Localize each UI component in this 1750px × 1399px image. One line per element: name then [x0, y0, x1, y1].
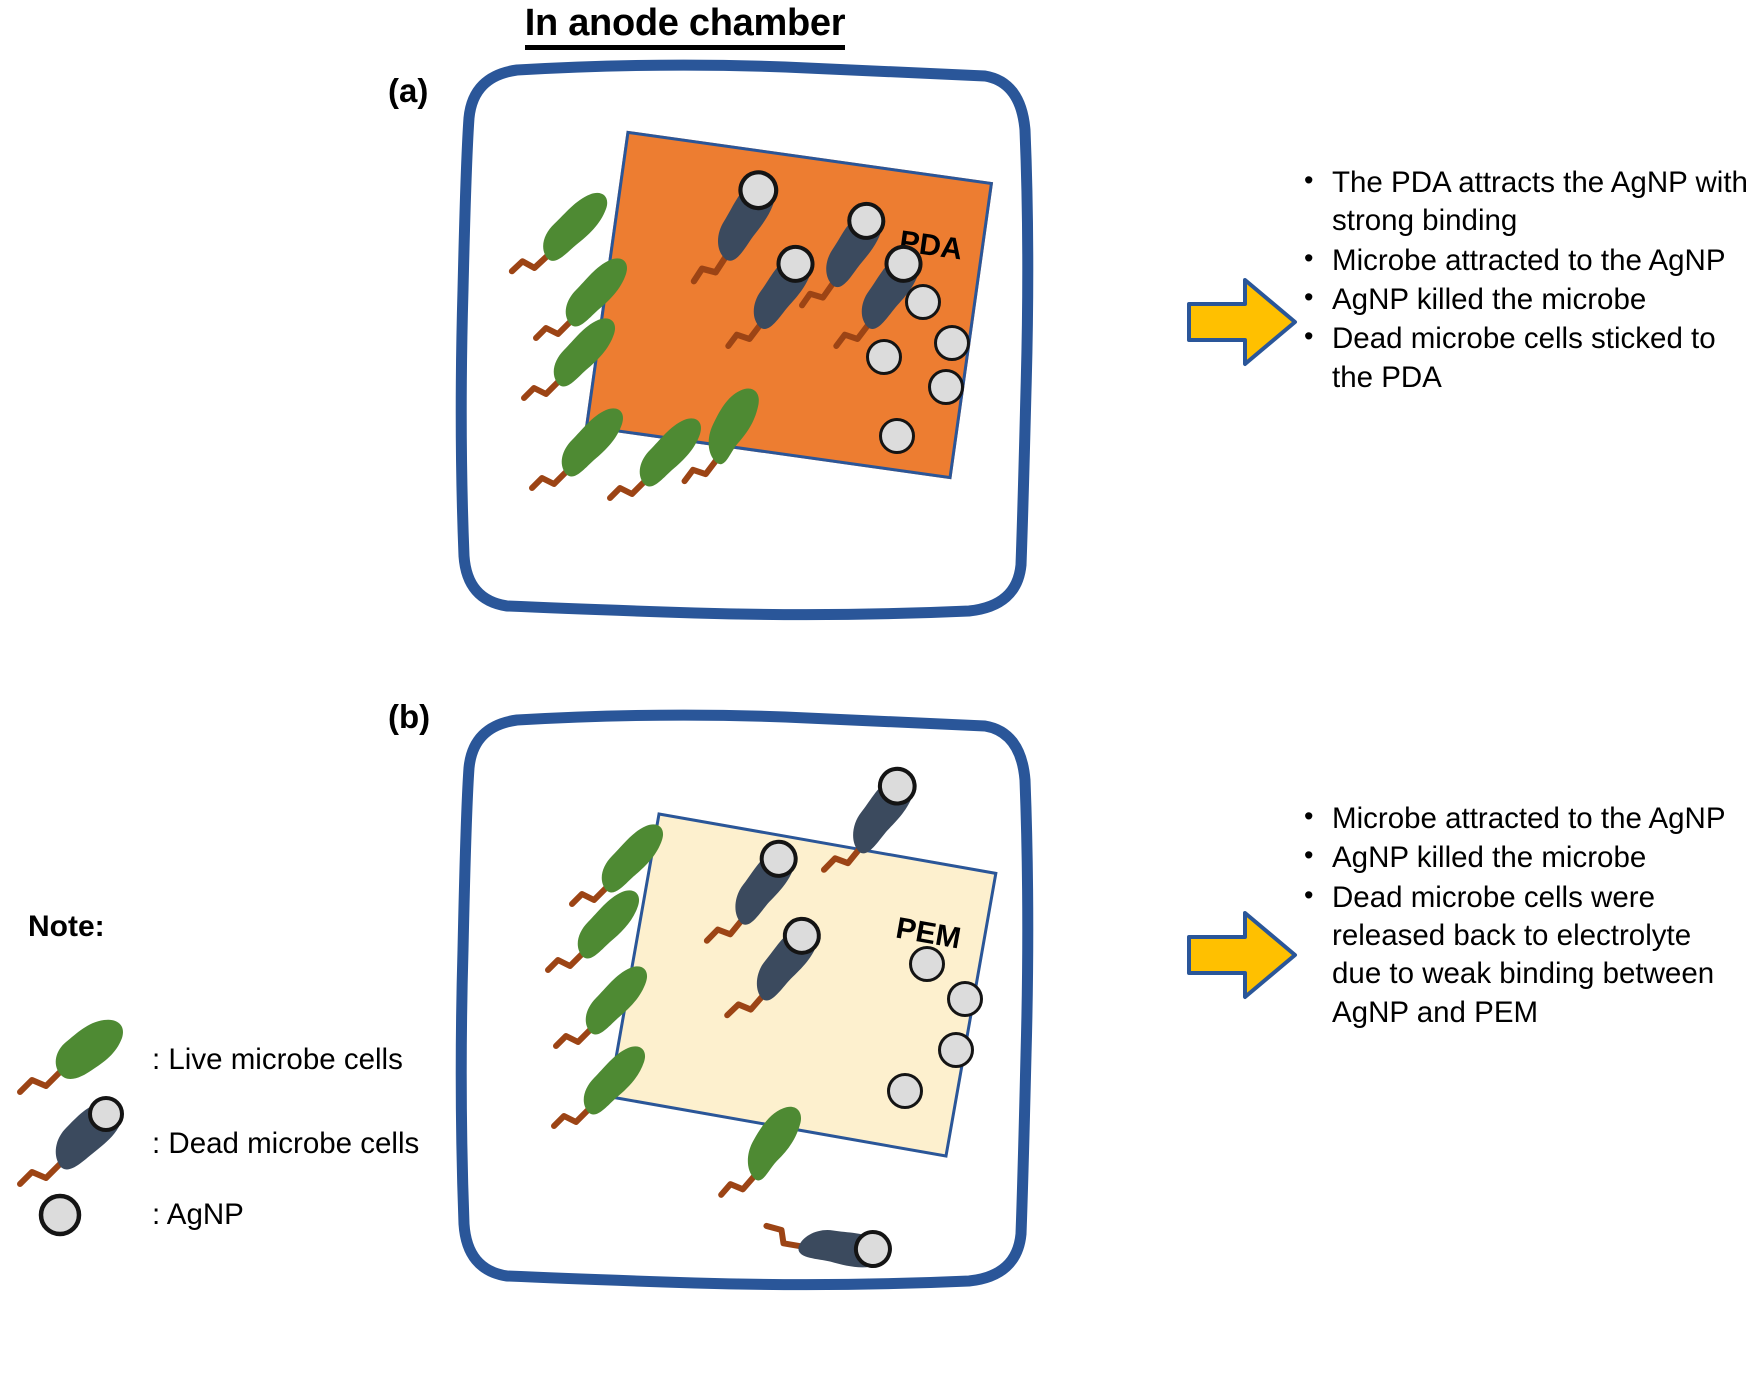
flow-arrow-a	[1183, 272, 1303, 372]
bullet-item: AgNP killed the microbe	[1298, 280, 1748, 319]
panel-label-a: (a)	[388, 72, 429, 109]
pda-membrane-label: PDA	[897, 224, 965, 267]
bullet-item: The PDA attracts the AgNP with strong bi…	[1298, 163, 1748, 241]
legend-label: : Live microbe cells	[152, 1043, 403, 1076]
legend-label: : Dead microbe cells	[152, 1127, 420, 1160]
flow-arrow-b	[1183, 905, 1303, 1005]
agnp-particle	[928, 369, 964, 405]
agnp-icon	[12, 1185, 152, 1245]
anode-chamber-b	[455, 709, 1035, 1291]
live-microbe-icon	[12, 1012, 152, 1108]
agnp-particle	[905, 284, 941, 320]
agnp-particle	[947, 981, 983, 1017]
page-title-text: In anode chamber	[524, 4, 845, 50]
panel-a-bullet-list: The PDA attracts the AgNP with strong bi…	[1298, 163, 1748, 398]
panel-b-bullet-list: Microbe attracted to the AgNP AgNP kille…	[1298, 799, 1748, 1033]
bullet-item: Microbe attracted to the AgNP	[1298, 799, 1748, 838]
bullet-item: Dead microbe cells were released back to…	[1298, 878, 1748, 1032]
bullet-item: Dead microbe cells sticked to the PDA	[1298, 319, 1748, 397]
page-title: In anode chamber	[0, 2, 1370, 50]
agnp-particle	[887, 1073, 923, 1109]
panel-label-b: (b)	[388, 698, 431, 735]
agnp-particle	[934, 325, 970, 361]
legend-label: : AgNP	[152, 1198, 244, 1231]
agnp-particle	[866, 339, 902, 375]
bullet-item: Microbe attracted to the AgNP	[1298, 241, 1748, 280]
pem-membrane: PEM	[607, 812, 998, 1158]
agnp-particle	[909, 946, 945, 982]
agnp-particle	[879, 418, 915, 454]
bullet-item: AgNP killed the microbe	[1298, 838, 1748, 877]
agnp-particle	[938, 1032, 974, 1068]
legend-item-live-microbe: : Live microbe cells	[12, 1012, 403, 1108]
legend-item-agnp: : AgNP	[12, 1185, 244, 1245]
anode-chamber-a	[455, 59, 1035, 621]
dead-microbe-icon	[12, 1096, 152, 1192]
note-heading: Note:	[28, 910, 105, 943]
legend-item-dead-microbe: : Dead microbe cells	[12, 1096, 419, 1192]
